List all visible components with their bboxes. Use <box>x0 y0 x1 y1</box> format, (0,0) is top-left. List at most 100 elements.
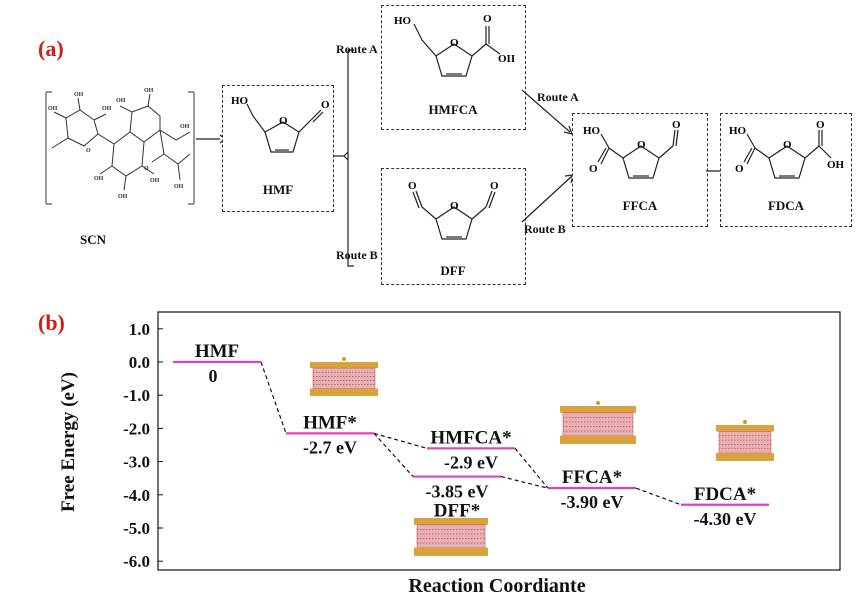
energy-level-name: HMF* <box>303 412 357 433</box>
dff-structure-image: O O O <box>408 180 499 240</box>
svg-text:OH: OH <box>94 176 104 182</box>
fdca-ho-label: HO <box>729 125 747 137</box>
slab-top-layer <box>310 362 378 369</box>
path-connector <box>500 475 549 489</box>
svg-text:OH: OH <box>180 124 190 130</box>
svg-text:OH: OH <box>174 184 184 190</box>
hmfca-box: HO O O OII HMFCA <box>381 5 526 130</box>
plot-area-frame <box>157 311 841 571</box>
panel-b-label: (b) <box>38 310 65 335</box>
energy-level-value: -2.9 eV <box>444 452 498 472</box>
adsorbate-molecule <box>449 513 453 517</box>
slab-bottom-layer <box>310 388 378 396</box>
svg-text:O: O <box>86 148 91 154</box>
hmf-carbonyl-o-label: O <box>321 99 330 111</box>
path-connector <box>635 487 682 506</box>
dff-right-o-label: O <box>490 180 499 192</box>
ffca-right-o-label: O <box>672 119 681 131</box>
ffca-star-slab-image <box>560 401 636 444</box>
energy-level-name: DFF* <box>434 501 480 522</box>
slab-core <box>718 431 772 454</box>
svg-text:O: O <box>144 166 149 172</box>
y-tick-label: -2.0 <box>123 419 150 438</box>
energy-level-value: -3.90 eV <box>561 492 624 512</box>
x-axis-title: Reaction Coordiante <box>408 575 585 597</box>
svg-text:OH: OH <box>144 88 154 94</box>
hmf-box: HO O O HMF <box>222 85 334 212</box>
hmf-label: HMF <box>262 182 294 197</box>
dff-box: O O O DFF <box>381 168 526 285</box>
slab-bottom-layer <box>560 435 636 444</box>
slab-top-layer <box>414 518 488 525</box>
ffca-ring-o-label: O <box>637 139 646 151</box>
ffca-left-o-label: O <box>589 163 598 175</box>
dff-ring-o-label: O <box>450 200 459 212</box>
energy-level-value: -2.7 eV <box>303 437 357 457</box>
svg-text:OH: OH <box>118 194 128 200</box>
fdca-oh-label: OH <box>827 159 845 171</box>
y-tick-label: -5.0 <box>123 519 150 538</box>
hmf-structure-image: HO O O <box>231 95 330 153</box>
fdca-left-o-label: O <box>735 163 744 175</box>
energy-level-name: FDCA* <box>694 484 756 505</box>
slab-core <box>312 367 376 389</box>
energy-level-value: 0 <box>209 366 218 386</box>
slab-core <box>416 524 486 548</box>
svg-text:OH: OH <box>102 106 112 112</box>
slab-top-layer <box>716 425 774 432</box>
dff-star-slab-image <box>414 513 488 556</box>
scn-label: SCN <box>79 232 107 247</box>
fdca-right-o-label: O <box>816 119 825 131</box>
y-tick-label: 0.0 <box>129 353 150 372</box>
fdca-star-slab-image <box>716 420 774 461</box>
y-tick-label: -6.0 <box>123 552 150 571</box>
energy-level-value: -4.30 eV <box>694 509 757 529</box>
fdca-label: FDCA <box>767 198 805 213</box>
hmfca-structure-image: HO O O OII <box>394 13 515 77</box>
path-connector <box>373 432 428 449</box>
energy-level-value: -3.85 eV <box>426 482 489 502</box>
energy-level-name: HMF <box>195 341 239 362</box>
path-connector <box>514 447 549 489</box>
slab-top-layer <box>560 406 636 413</box>
hmfca-carbonyl-o-label: O <box>483 13 492 25</box>
y-axis-title: Free Energy (eV) <box>58 372 79 512</box>
hmfca-ring-o-label: O <box>450 37 459 49</box>
ffca-label: FFCA <box>622 198 658 213</box>
route-bracket-icon <box>334 49 354 267</box>
route-b-bottom-label: Route B <box>336 248 378 262</box>
slab-bottom-layer <box>716 453 774 461</box>
y-tick-label: -1.0 <box>123 386 150 405</box>
slab-core <box>562 412 634 436</box>
fdca-ring-o-label: O <box>783 139 792 151</box>
path-connector <box>373 432 414 477</box>
svg-text:OH: OH <box>48 106 58 112</box>
y-tick-label: 1.0 <box>129 320 150 339</box>
svg-text:OH: OH <box>74 92 84 98</box>
panel-a-label: (a) <box>38 36 64 61</box>
y-tick-label: -3.0 <box>123 453 150 472</box>
route-b-right-label: Route B <box>524 222 566 236</box>
energy-diagram-chart: Free Energy (eV) Reaction Coordiante 1.0… <box>58 311 841 597</box>
adsorbate-molecule <box>596 401 600 405</box>
ffca-box: HO O O O FFCA <box>572 113 708 227</box>
svg-text:OH: OH <box>116 98 126 104</box>
hmf-star-slab-image <box>310 357 378 396</box>
ffca-structure-image: HO O O O <box>583 119 681 179</box>
adsorbate-molecule <box>342 357 346 361</box>
y-tick-label: -4.0 <box>123 486 150 505</box>
hmfca-oh-label: OII <box>498 53 515 65</box>
hmf-ho-label: HO <box>231 95 249 107</box>
route-a-top-label: Route A <box>336 42 378 56</box>
ffca-ho-label: HO <box>583 125 601 137</box>
energy-level-name: HMFCA* <box>430 427 511 448</box>
svg-text:OH: OH <box>150 178 160 184</box>
slab-bottom-layer <box>414 547 488 556</box>
hmf-ring-o-label: O <box>279 115 288 127</box>
route-a-right-label: Route A <box>537 90 579 104</box>
fdca-structure-image: HO O O O OH <box>729 119 845 179</box>
energy-level-name: FFCA* <box>562 467 622 488</box>
dff-label: DFF <box>440 263 466 278</box>
hmfca-label: HMFCA <box>428 102 478 117</box>
